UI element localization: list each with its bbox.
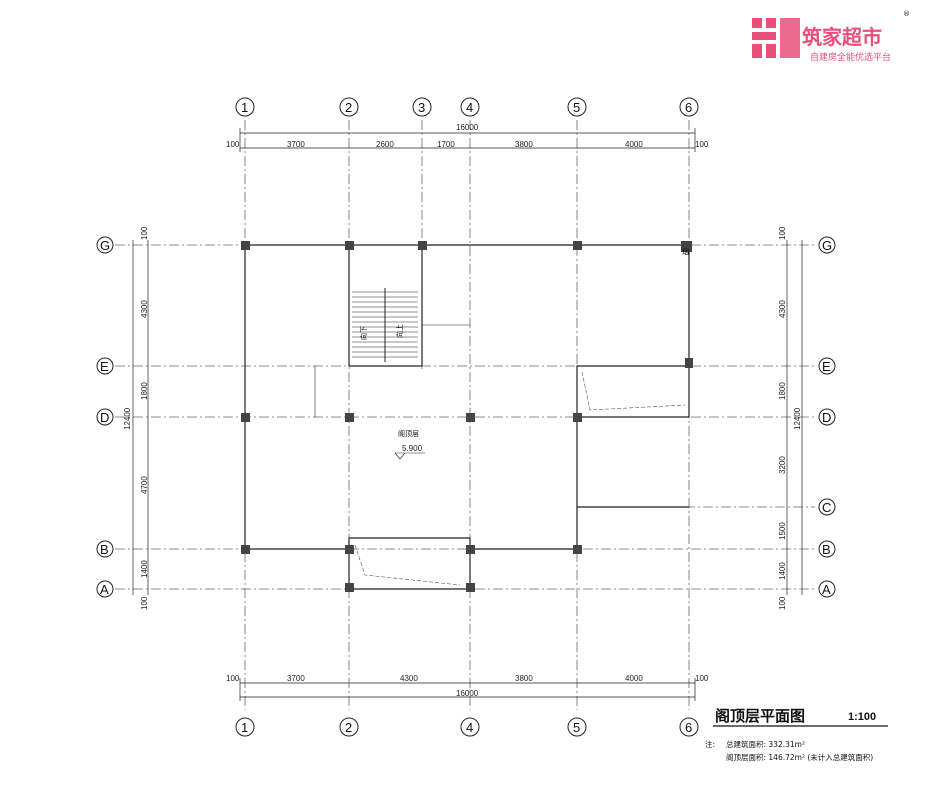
slab-dashed-lines (354, 371, 686, 586)
right-dim-4: 1500 (778, 522, 787, 540)
left-dim-3: 4700 (140, 476, 149, 494)
bottom-dim-4: 4000 (625, 674, 643, 683)
axis-1-bottom: 1 (241, 720, 248, 735)
left-dim-0: 100 (140, 226, 149, 240)
left-dim-2: 1800 (140, 382, 149, 400)
top-dimensions: 16000 100 3700 2600 1700 3800 4000 100 (226, 123, 709, 152)
right-axis-bubbles: G E D C B A (818, 236, 836, 598)
right-dim-0: 100 (778, 226, 787, 240)
top-dim-3: 1700 (437, 140, 455, 149)
axis-6-bottom: 6 (685, 720, 692, 735)
left-dim-5: 100 (140, 596, 149, 610)
stair-treads: 向下 向上 (352, 288, 418, 362)
left-total-dim: 12400 (123, 407, 132, 430)
room-label: 阁顶层 (398, 429, 419, 438)
note-line-1: 总建筑面积: 332.31m² (726, 739, 805, 749)
bottom-dim-3: 3800 (515, 674, 533, 683)
left-dim-1: 4300 (140, 300, 149, 318)
axis-2-top: 2 (345, 100, 352, 115)
right-dimensions: 100 4300 1800 3200 1500 1400 100 12400 (778, 226, 803, 610)
axis-3-top: 3 (418, 100, 425, 115)
axis-D-right: D (822, 410, 831, 425)
axis-5-top: 5 (573, 100, 580, 115)
registered-mark: ® (903, 10, 910, 18)
structural-columns (241, 241, 693, 592)
bottom-dim-0: 100 (226, 674, 240, 683)
note-prefix: 注: (705, 739, 715, 749)
top-dim-5: 4000 (625, 140, 643, 149)
stair-label-up: 向上 (395, 324, 404, 338)
bottom-dim-2: 4300 (400, 674, 418, 683)
brand-name: 筑家超市 (802, 25, 882, 49)
bottom-total-dim: 16000 (456, 689, 479, 698)
axis-B-right: B (822, 542, 831, 557)
top-dim-2: 2600 (376, 140, 394, 149)
brand-tagline: 自建房全能优选平台 (810, 51, 891, 63)
axis-D-left: D (100, 410, 109, 425)
axis-1-top: 1 (241, 100, 248, 115)
axis-G-left: G (100, 238, 110, 253)
top-dim-1: 3700 (287, 140, 305, 149)
axis-E-right: E (822, 359, 831, 374)
left-dimensions: 100 4300 1800 4700 1400 100 12400 (123, 226, 149, 610)
axis-A-right: A (822, 582, 831, 597)
top-axis-bubbles: 1 2 3 4 5 6 (235, 97, 699, 117)
axis-6-top: 6 (685, 100, 692, 115)
axis-E-left: E (100, 359, 109, 374)
stair-label-down: 向下 (359, 326, 368, 340)
axis-G-right: G (822, 238, 832, 253)
bottom-dim-5: 100 (695, 674, 709, 683)
title-block: 阁顶层平面图 1:100 注: 总建筑面积: 332.31m² 阁顶层面积: 1… (705, 707, 888, 762)
right-total-dim: 12400 (793, 407, 802, 430)
axis-B-left: B (100, 542, 109, 557)
drawing-title: 阁顶层平面图 (715, 707, 805, 725)
drawing-scale: 1:100 (848, 711, 876, 723)
note-line-2: 阁顶层面积: 146.72m² (未计入总建筑面积) (726, 752, 873, 762)
right-dim-1: 4300 (778, 300, 787, 318)
left-dim-4: 1400 (140, 560, 149, 578)
right-dim-3: 3200 (778, 456, 787, 474)
axis-C-right: C (822, 500, 831, 515)
elevation-value: 5.900 (402, 444, 423, 453)
right-dim-6: 100 (778, 596, 787, 610)
right-dim-2: 1800 (778, 382, 787, 400)
axis-A-left: A (100, 582, 109, 597)
top-dim-4: 3800 (515, 140, 533, 149)
axis-5-bottom: 5 (573, 720, 580, 735)
axis-4-bottom: 4 (466, 720, 473, 735)
axis-2-bottom: 2 (345, 720, 352, 735)
bottom-dim-1: 3700 (287, 674, 305, 683)
top-dim-0: 100 (226, 140, 240, 149)
left-axis-bubbles: G E D B A (96, 236, 114, 598)
chimney-mark: 烟 (682, 247, 689, 256)
brand-logo: 筑家超市 自建房全能优选平台 ® (752, 10, 910, 63)
axis-4-top: 4 (466, 100, 473, 115)
top-total-dim: 16000 (456, 123, 479, 132)
elevation-marker: 5.900 (394, 444, 425, 460)
right-dim-5: 1400 (778, 562, 787, 580)
bottom-dimensions: 100 3700 4300 3800 4000 100 16000 (226, 674, 709, 701)
bottom-axis-bubbles: 1 2 4 5 6 (235, 717, 699, 737)
top-dim-6: 100 (695, 140, 709, 149)
